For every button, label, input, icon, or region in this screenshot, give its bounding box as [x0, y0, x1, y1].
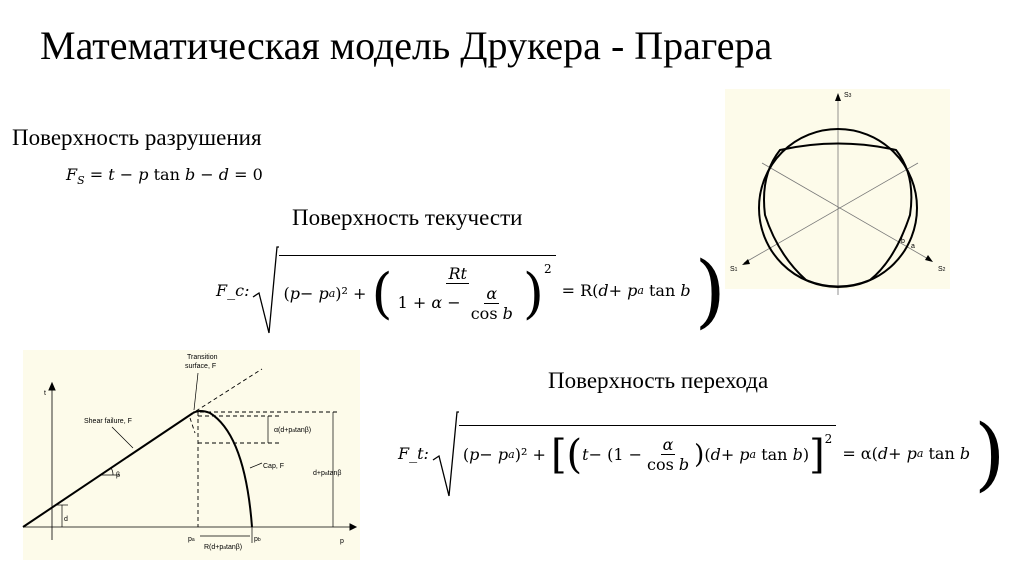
transition-label-2: surface, F [185, 363, 216, 370]
yield-heading: Поверхность текучести [292, 205, 523, 230]
transition-heading: Поверхность перехода [548, 368, 769, 393]
cap-label: Cap, F [263, 463, 284, 470]
s2-axis [761, 162, 931, 261]
drucker-prager-pt-diagram: t p Shear failure, F Transition surface,… [22, 350, 360, 560]
p-axis-label: p [340, 538, 344, 545]
failure-heading: Поверхность разрушения [12, 125, 262, 150]
beta-label: β [116, 472, 120, 479]
dashed-guides [189, 368, 340, 527]
s1-axis [743, 162, 919, 264]
s3-label: S3 [844, 92, 852, 99]
r-dim-label: R(d+patanβ) [204, 544, 242, 551]
shear-failure-line [22, 412, 194, 528]
pb-label: pb [254, 536, 261, 543]
pa-label: pa [188, 536, 195, 543]
yield-surface-curve [763, 142, 913, 288]
height-dim-label: d+patanβ [313, 470, 341, 477]
t-axis-label: t [44, 390, 46, 397]
alpha-dim-label: α(d+patanβ) [274, 427, 311, 434]
s2-label: S2 [938, 266, 946, 273]
b-label: b [901, 238, 905, 245]
transition-equation-lhs: F_t: [398, 443, 429, 463]
figure-background [23, 350, 360, 560]
yield-equation-lhs: F_c: [216, 280, 250, 300]
a-label: a [911, 243, 915, 250]
figure-background [725, 89, 950, 289]
radical-sign [253, 246, 280, 334]
slide-title: Математическая модель Друкера - Прагера [40, 23, 773, 68]
pi-plane-diagram: S3 S1 S2 b a [725, 89, 950, 295]
shear-label: Shear failure, F [84, 418, 132, 425]
failure-equation: FS = t − p tan b − d = 0 [66, 165, 263, 188]
radical-sign-2 [432, 411, 459, 497]
s1-label: S1 [730, 266, 738, 273]
p-axis-arrow [349, 523, 358, 531]
t-axis-arrow [48, 381, 56, 391]
d-label: d [64, 516, 68, 523]
transition-label-1: Transition [187, 354, 218, 361]
cap-curve [192, 410, 253, 528]
